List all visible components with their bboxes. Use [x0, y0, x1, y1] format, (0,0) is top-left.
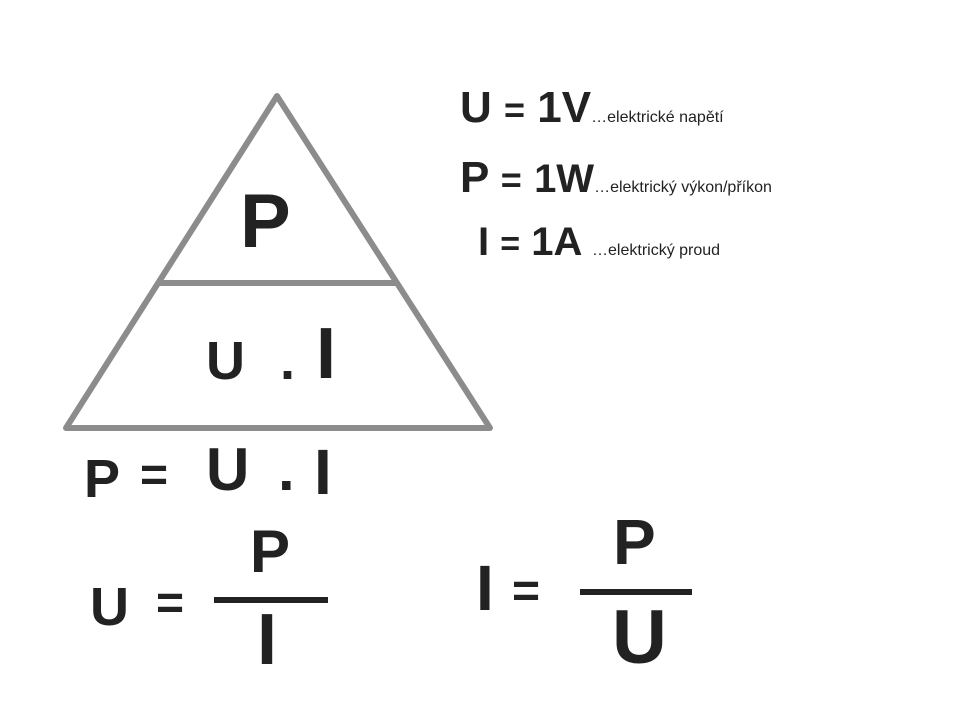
legend-eq: = — [500, 159, 522, 200]
formula-p-lhs: P — [84, 449, 121, 509]
formula-u-fraction-bar — [214, 597, 328, 603]
formula-p-eq: = — [140, 449, 169, 502]
legend-symbol: U — [460, 83, 492, 132]
triangle-top-p: P — [240, 179, 291, 264]
formula-i-eq: = — [512, 565, 541, 618]
formula-i-fraction-bar — [580, 589, 692, 595]
legend-eq: = — [504, 89, 526, 130]
legend-desc: …elektrický výkon/příkon — [594, 179, 772, 196]
legend-row-i: I = 1A …elektrický proud — [478, 222, 720, 262]
formula-i-numerator: P — [613, 506, 656, 578]
legend-eq: = — [500, 225, 521, 263]
formula-i-denominator: U — [612, 595, 667, 680]
legend-value: 1V — [537, 83, 592, 132]
legend-desc: …elektrické napětí — [591, 109, 724, 126]
triangle-outline — [63, 93, 493, 431]
triangle-bottom-i: I — [316, 314, 337, 394]
formula-p-u: U — [206, 436, 250, 503]
legend-symbol: I — [478, 220, 490, 264]
formula-u-numerator: P — [250, 518, 291, 585]
formula-i-lhs: I — [476, 552, 494, 624]
legend-symbol: P — [460, 153, 489, 202]
legend-desc: …elektrický proud — [592, 242, 721, 259]
formula-p-dot: . — [278, 436, 295, 503]
legend-row-u: U = 1V…elektrické napětí — [460, 86, 724, 130]
formula-u-eq: = — [156, 577, 185, 630]
triangle-bottom-u: U — [206, 331, 245, 391]
triangle-bottom-dot: . — [280, 331, 296, 391]
legend-value: 1W — [534, 157, 595, 201]
legend-value: 1A — [531, 220, 581, 264]
legend-row-p: P = 1W…elektrický výkon/příkon — [460, 156, 772, 200]
formula-u-denominator: I — [257, 600, 278, 680]
formula-p-i: I — [314, 436, 332, 508]
formula-u-lhs: U — [90, 577, 129, 637]
